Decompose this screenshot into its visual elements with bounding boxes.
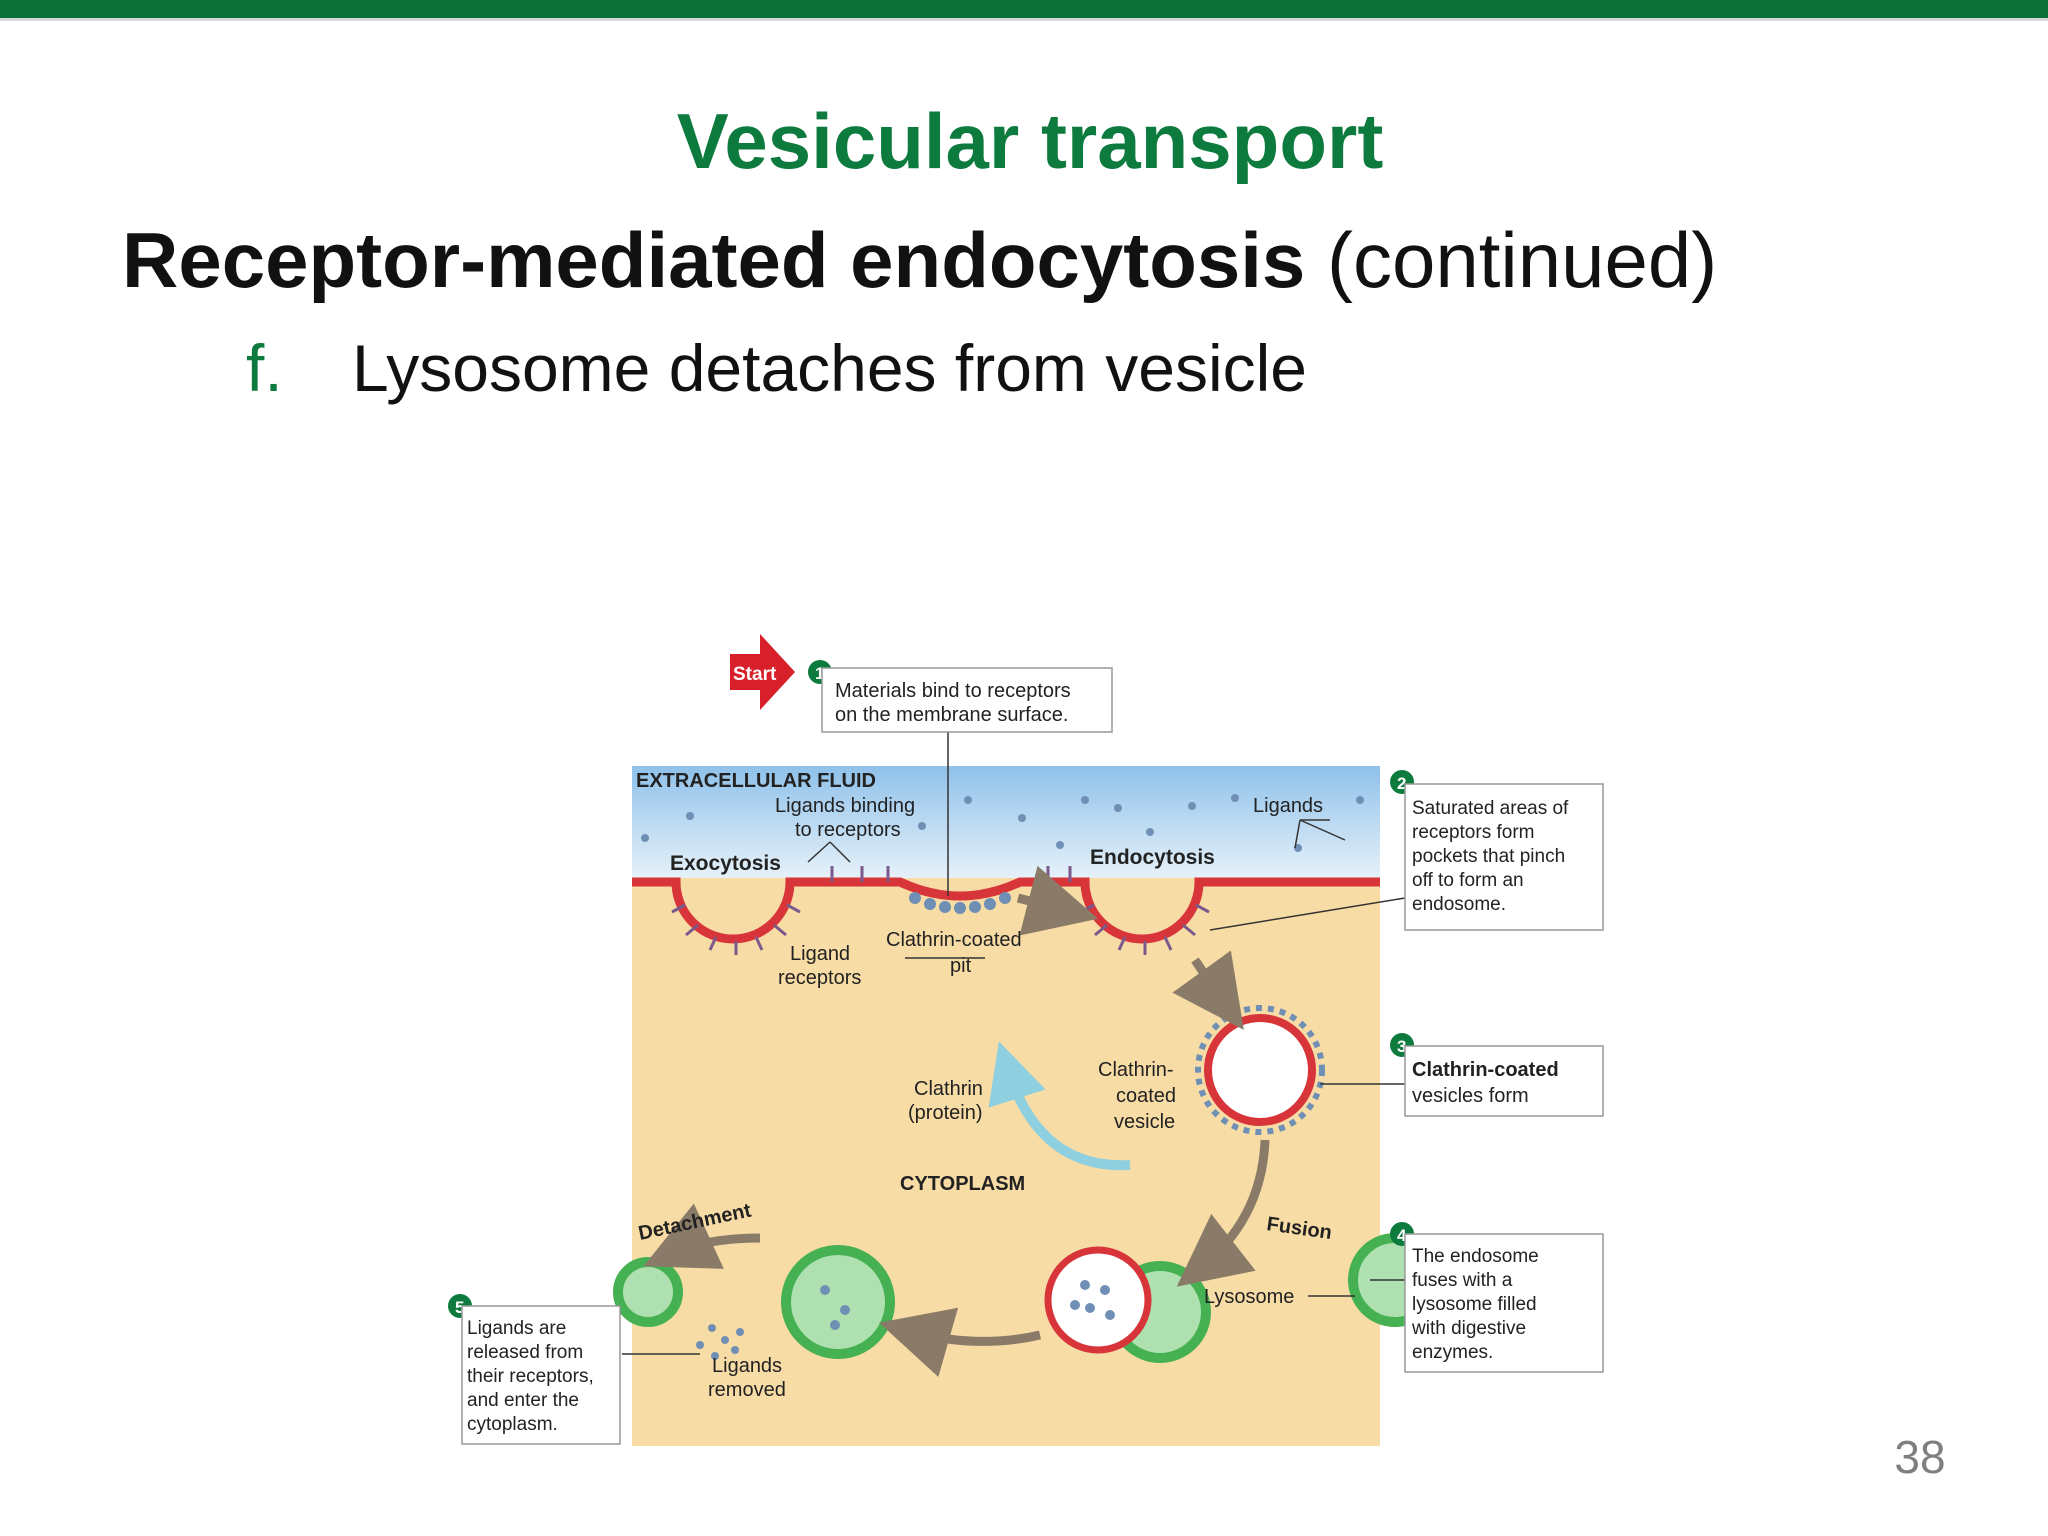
ligand-receptors-label-line2: receptors (778, 967, 861, 989)
step-2-line2: receptors form (1412, 822, 1534, 843)
start-arrow (730, 634, 795, 710)
pit-receptors (671, 866, 1210, 955)
bullet-marker: f. (246, 331, 283, 405)
step-2-line3: pockets that pinch (1412, 846, 1565, 867)
step-4-line2: fuses with a (1412, 1270, 1513, 1291)
step-5-line2: released from (467, 1342, 583, 1363)
lysosome-label: Lysosome (1204, 1286, 1294, 1308)
extracellular-region (632, 766, 1380, 878)
cytoplasm-label: CYTOPLASM (900, 1173, 1025, 1195)
step-callout-1: 1 Materials bind to receptors on the mem… (808, 660, 1113, 733)
step-5-line3: their receptors, (467, 1366, 594, 1387)
step-5-line4: and enter the (467, 1390, 579, 1411)
clathrin-recycle-arrow (988, 1041, 1131, 1171)
ligands-binding-label-line2: to receptors (795, 819, 901, 841)
step-4-number: 4 (1397, 1226, 1407, 1245)
step-callout-5: 5 Ligands are released from their recept… (448, 1294, 621, 1445)
step-5-line1: Ligands are (467, 1318, 566, 1339)
slide-subtitle: Receptor-mediated endocytosis (continued… (122, 215, 1717, 305)
clathrin-protein-label-line1: Clathrin (914, 1078, 983, 1100)
step-callout-4: 4 The endosome fuses with a lysosome fil… (1390, 1222, 1604, 1373)
ligand-dots (641, 794, 1364, 852)
step-4-line4: with digestive (1411, 1318, 1526, 1339)
clathrin-vesicle-label-line1: Clathrin- (1098, 1059, 1174, 1081)
ligands-removed-label-line1: Ligands (712, 1355, 782, 1377)
cell-membrane (632, 877, 1380, 944)
exocytosis-label: Exocytosis (670, 852, 781, 875)
clathrin-pit-label-line2: pit (950, 955, 972, 977)
step-1-line1: Materials bind to receptors (835, 680, 1071, 702)
step-2-number: 2 (1397, 774, 1406, 793)
step-3-line2: vesicles form (1412, 1085, 1529, 1107)
step-3-line1: Clathrin-coated (1412, 1059, 1559, 1081)
clathrin-vesicle-label-line3: vesicle (1114, 1111, 1175, 1133)
removed-ligand-dots (696, 1324, 744, 1360)
page-number: 38 (1894, 1431, 1946, 1483)
vesicle-with-ligands (781, 1245, 895, 1359)
bullet-text: Lysosome detaches from vesicle (352, 331, 1307, 405)
step-3-number: 3 (1397, 1037, 1406, 1056)
endocytosis-label: Endocytosis (1090, 846, 1215, 869)
step-4-line1: The endosome (1412, 1246, 1539, 1267)
step-callout-2: 2 Saturated areas of receptors form pock… (1390, 770, 1604, 931)
slide-title: Vesicular transport (676, 97, 1384, 185)
clathrin-vesicle-label-line2: coated (1116, 1085, 1176, 1107)
process-arrows (643, 865, 1270, 1377)
detached-lysosome (613, 1257, 683, 1327)
subtitle-bold: Receptor-mediated endocytosis (122, 216, 1306, 304)
step-2-line5: endosome. (1412, 894, 1506, 915)
subtitle-rest: (continued) (1305, 216, 1718, 304)
top-accent-bar (0, 0, 2048, 18)
clathrin-protein-label-line2: (protein) (908, 1102, 982, 1124)
step-5-number: 5 (455, 1298, 464, 1317)
extracellular-fluid-label: EXTRACELLULAR FLUID (636, 770, 876, 792)
step-1-number: 1 (815, 664, 824, 683)
leader-lines (622, 730, 1406, 1355)
clathrin-pit-label-line1: Clathrin-coated (886, 929, 1022, 951)
start-label: Start (733, 664, 777, 685)
step-2-line4: off to form an (1412, 870, 1524, 891)
ligands-binding-label-line1: Ligands binding (775, 795, 915, 817)
step-4-line5: enzymes. (1412, 1342, 1493, 1363)
step-1-line2: on the membrane surface. (835, 704, 1068, 726)
step-5-line5: cytoplasm. (467, 1414, 558, 1435)
ligands-removed-label-line2: removed (708, 1379, 786, 1401)
ligands-label: Ligands (1253, 795, 1323, 817)
top-bar-shadow (0, 18, 2048, 21)
step-2-line1: Saturated areas of (1412, 798, 1569, 819)
clathrin-coated-vesicle (1195, 1005, 1325, 1135)
pit-coat-dots (909, 892, 1011, 914)
endosome-lysosome-fusion (1044, 1246, 1211, 1363)
step-4-line3: lysosome filled (1412, 1294, 1537, 1315)
ligand-receptors-label-line1: Ligand (790, 943, 850, 965)
step-callout-3: 3 Clathrin-coated vesicles form (1390, 1033, 1604, 1117)
